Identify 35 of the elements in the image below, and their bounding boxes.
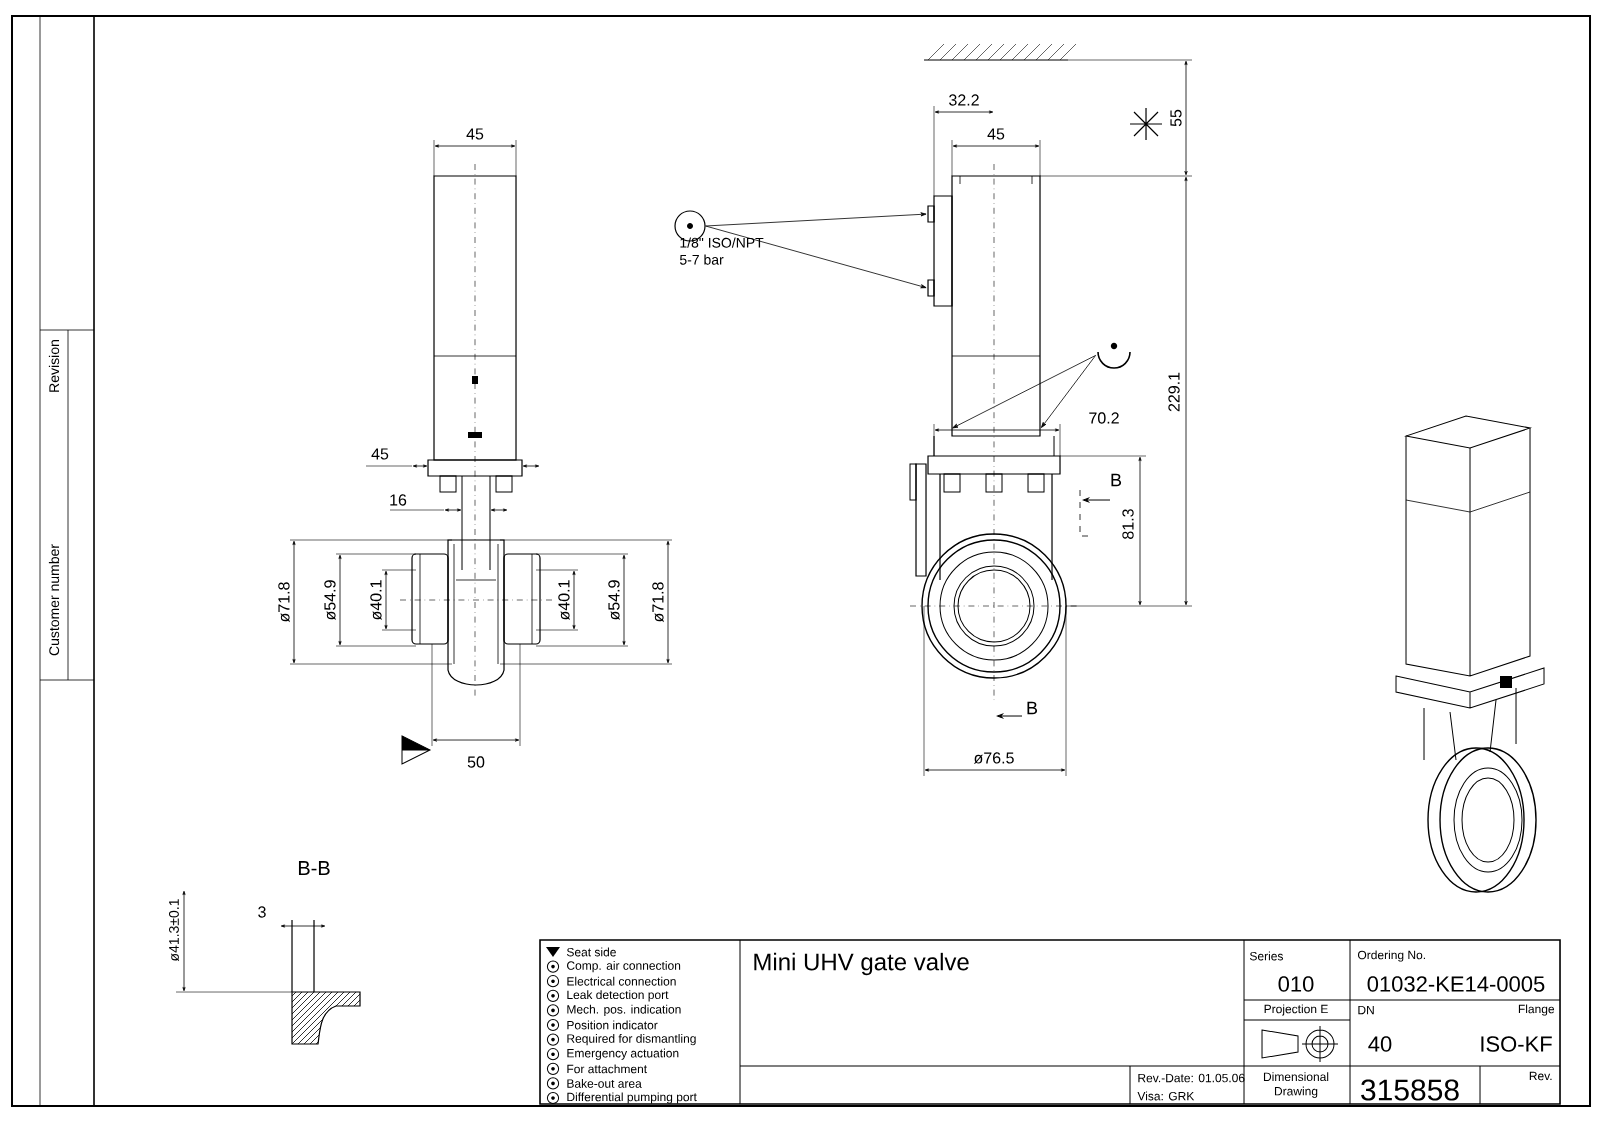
dimension-text: 55 [1170,109,1182,127]
cell-text: 315858 [1361,1079,1459,1101]
leader-line [1041,355,1096,428]
dimension-text: 16 [390,494,407,506]
indicator-symbol [1097,342,1131,369]
dimension-text: ø76.5 [973,752,1014,764]
dimension-text: 70.2 [1089,412,1119,424]
cell-text: 010 [1278,976,1314,992]
dimension-text: 45 [371,448,389,460]
leader-line [952,355,1096,429]
dimension-text: 45 [466,128,484,140]
section-title: B-B [298,861,330,875]
dimension-text: ø71.8 [278,582,290,623]
dimension-text: ø40.1 [558,580,570,621]
port-tab [927,205,935,223]
actuator-body [951,175,1041,437]
leader-line [705,225,927,289]
cell-text: 01032-KE14-0005 [1367,976,1545,992]
dimension-text: 32.2 [949,94,979,106]
cell-text: 40 [1368,1036,1392,1052]
section-letter: B [1111,473,1122,487]
cell-text: ISO-KF [1481,1036,1552,1052]
dimension-text: ø71.8 [652,582,664,623]
leader-line [705,212,927,227]
dimension-text: 81.3 [1122,509,1134,539]
dimension-text: ø40.1 [370,580,382,621]
dimension-text: ø54.9 [608,580,620,621]
dimension-text: 229.1 [1168,372,1180,412]
dimension-text: 45 [987,128,1005,140]
section-letter: B [1027,701,1038,715]
port-tab [927,279,935,297]
dimension-text: 50 [467,756,485,768]
dimension-text: 3 [258,906,266,918]
dimension-text: ø54.9 [324,580,336,621]
title-text: Mini UHV gate valve [754,952,969,976]
